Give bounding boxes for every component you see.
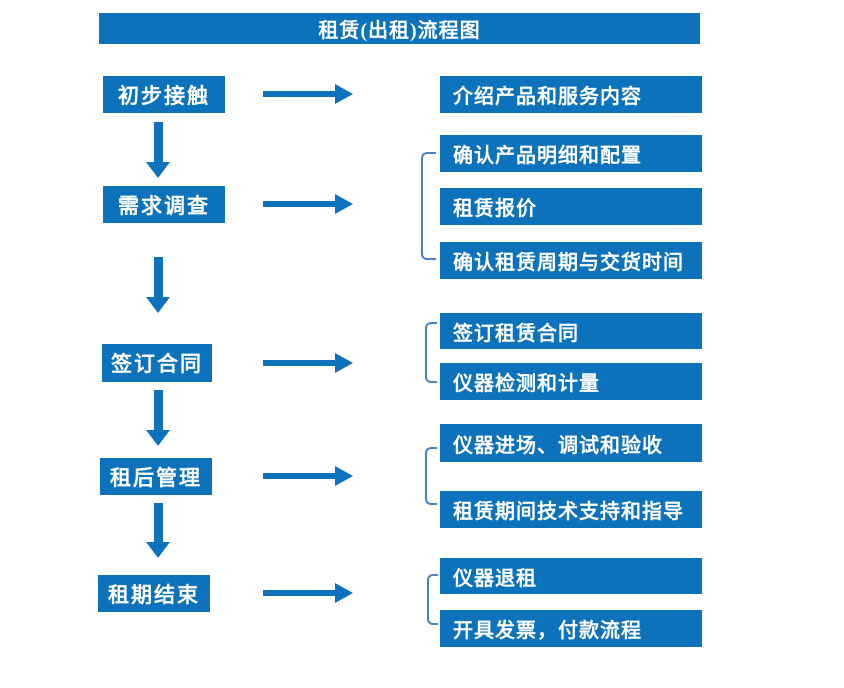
arrow-shaft [154, 390, 163, 431]
detail-box-8: 租赁期间技术支持和指导 [440, 491, 702, 528]
detail-box-9: 仪器退租 [440, 558, 702, 594]
detail-box-3: 租赁报价 [440, 188, 702, 225]
arrow-head [146, 542, 170, 558]
group-bracket-step5 [427, 574, 438, 625]
arrow-head [146, 162, 170, 178]
step-box-2: 需求调查 [103, 186, 225, 223]
down-arrow-icon-2 [146, 257, 170, 313]
group-bracket-step4 [425, 447, 437, 505]
step-label-2: 需求调查 [118, 193, 210, 218]
diagram-title: 租赁(出租)流程图 [318, 20, 481, 42]
arrow-head [335, 353, 353, 373]
detail-box-2: 确认产品明细和配置 [440, 135, 702, 172]
arrow-shaft [263, 201, 337, 207]
detail-label-10: 开具发票，付款流程 [453, 620, 642, 642]
down-arrow-icon-1 [146, 122, 170, 178]
arrow-head [335, 583, 353, 603]
detail-box-6: 仪器检测和计量 [440, 363, 702, 400]
group-bracket-step2 [421, 152, 436, 260]
detail-label-8: 租赁期间技术支持和指导 [453, 501, 684, 523]
detail-label-3: 租赁报价 [453, 198, 537, 220]
arrow-shaft [154, 122, 163, 163]
detail-label-7: 仪器进场、调试和验收 [453, 434, 663, 457]
step-label-3: 签订合同 [111, 352, 203, 376]
arrow-head [146, 297, 170, 313]
step-box-4: 租后管理 [100, 458, 212, 495]
detail-box-1: 介绍产品和服务内容 [440, 76, 702, 113]
detail-box-4: 确认租赁周期与交货时间 [440, 242, 702, 279]
right-arrow-icon-4 [263, 466, 353, 486]
arrow-head [335, 194, 353, 214]
step-label-5: 租期结束 [108, 582, 200, 607]
down-arrow-icon-4 [146, 503, 170, 558]
arrow-head [146, 430, 170, 446]
step-box-5: 租期结束 [98, 575, 210, 612]
diagram-title-bar: 租赁(出租)流程图 [99, 13, 700, 44]
group-bracket-step3 [425, 322, 437, 383]
arrow-shaft [263, 91, 337, 97]
arrow-shaft [263, 473, 337, 479]
step-box-1: 初步接触 [103, 76, 225, 113]
step-box-3: 签订合同 [102, 344, 212, 382]
right-arrow-icon-2 [263, 194, 353, 214]
right-arrow-icon-5 [263, 583, 353, 603]
detail-label-1: 介绍产品和服务内容 [453, 86, 642, 108]
detail-box-5: 签订租赁合同 [440, 313, 702, 349]
detail-label-6: 仪器检测和计量 [453, 373, 600, 395]
arrow-shaft [263, 360, 337, 366]
right-arrow-icon-1 [263, 84, 353, 104]
detail-label-2: 确认产品明细和配置 [453, 145, 642, 167]
arrow-head [335, 466, 353, 486]
step-label-1: 初步接触 [118, 83, 210, 108]
detail-label-4: 确认租赁周期与交货时间 [453, 252, 684, 274]
detail-label-5: 签订租赁合同 [453, 322, 579, 345]
detail-box-7: 仪器进场、调试和验收 [440, 424, 702, 462]
arrow-shaft [154, 503, 163, 543]
arrow-shaft [154, 257, 163, 298]
detail-box-10: 开具发票，付款流程 [440, 610, 702, 647]
step-label-4: 租后管理 [110, 465, 202, 490]
arrow-head [335, 84, 353, 104]
right-arrow-icon-3 [263, 353, 353, 373]
down-arrow-icon-3 [146, 390, 170, 446]
arrow-shaft [263, 590, 337, 596]
detail-label-9: 仪器退租 [453, 567, 537, 590]
